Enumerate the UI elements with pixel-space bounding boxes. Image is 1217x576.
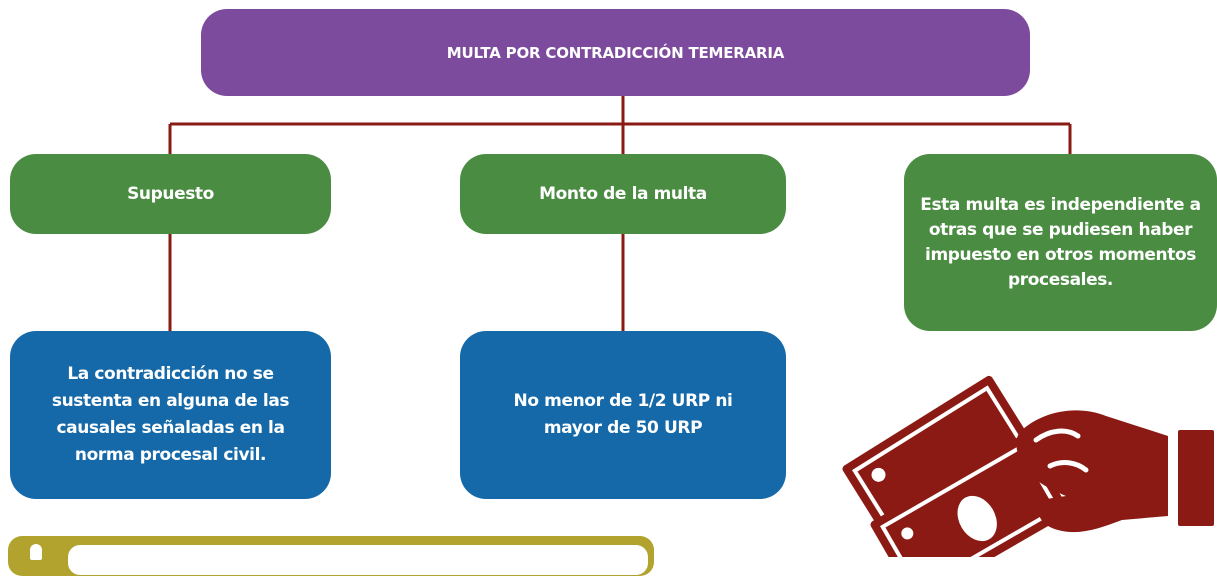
branch-heading-monto: Monto de la multa: [460, 154, 786, 234]
note-independent-fine: Esta multa es independiente a otras que …: [904, 154, 1217, 331]
diagram-title: MULTA POR CONTRADICCIÓN TEMERARIA: [201, 9, 1030, 96]
bottom-banner-panel: [68, 545, 648, 575]
branch-detail-monto: No menor de 1/2 URP ni mayor de 50 URP: [460, 331, 786, 499]
branch-detail-supuesto: La contradicción no se sustenta en algun…: [10, 331, 331, 499]
info-mark: [30, 544, 42, 560]
hand-with-banknotes-icon: [842, 375, 1214, 557]
branch-heading-supuesto: Supuesto: [10, 154, 331, 234]
connector-lines: [168, 96, 1072, 331]
